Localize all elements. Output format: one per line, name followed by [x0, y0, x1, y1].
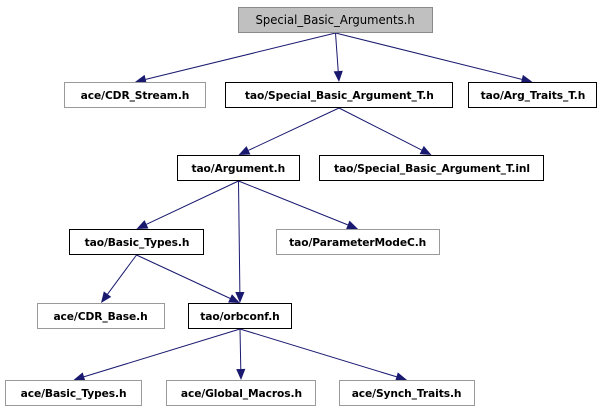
graph-node-label: tao/Special_Basic_Argument_T.inl [333, 161, 530, 175]
graph-edge [101, 254, 137, 303]
graph-edge-arrowhead-icon [520, 74, 533, 84]
graph-edge [136, 254, 240, 303]
graph-edge [236, 328, 246, 380]
graph-edge-line [238, 180, 348, 226]
graph-edge-line [107, 254, 137, 295]
graph-edge-line [335, 32, 522, 80]
graph-node-label: ace/Synch_Traits.h [352, 386, 462, 400]
graph-edge-arrowhead-icon [101, 291, 112, 303]
graph-node-label: ace/Global_Macros.h [180, 386, 302, 400]
graph-node[interactable]: ace/Synch_Traits.h [339, 380, 475, 406]
graph-edge-line [248, 107, 340, 151]
graph-edge-line [239, 328, 397, 378]
graph-node-label: ace/CDR_Base.h [53, 309, 149, 323]
graph-node-label: tao/ParameterModeC.h [289, 235, 427, 249]
graph-edge-line [136, 254, 231, 299]
graph-node-label: tao/Special_Basic_Argument_T.h [244, 88, 434, 102]
graph-edge-line [146, 180, 239, 225]
graph-edge-arrowhead-icon [236, 368, 246, 380]
graph-edge [335, 32, 533, 84]
graph-edge-arrowhead-icon [73, 372, 86, 382]
graph-node-label: tao/orbconf.h [200, 309, 280, 323]
graph-node-label: ace/CDR_Stream.h [80, 88, 190, 102]
graph-node[interactable]: ace/Basic_Types.h [5, 380, 142, 406]
graph-edge-arrowhead-icon [238, 146, 251, 155]
graph-edge-arrowhead-icon [395, 372, 407, 382]
graph-edge-line [145, 32, 336, 80]
graph-edge-arrowhead-icon [135, 74, 147, 84]
graph-edge-arrowhead-icon [136, 220, 149, 229]
graph-node[interactable]: tao/Argument.h [177, 155, 300, 181]
graph-edge-line [239, 328, 242, 370]
graph-edge-line [335, 32, 339, 72]
graph-edge [135, 32, 336, 84]
graph-edge-line [238, 180, 241, 293]
graph-edge [73, 328, 241, 382]
graph-edge [238, 107, 340, 155]
graph-node-label: ace/Basic_Types.h [20, 386, 127, 400]
graph-node-label: tao/Basic_Types.h [84, 235, 189, 249]
graph-edge [235, 180, 245, 303]
graph-edge [333, 32, 343, 82]
graph-node[interactable]: tao/Special_Basic_Argument_T.h [225, 82, 453, 108]
graph-node-label: Special_Basic_Arguments.h [255, 13, 416, 27]
graph-edge [136, 180, 239, 229]
graph-edge-line [338, 107, 422, 151]
graph-node[interactable]: tao/Basic_Types.h [69, 229, 204, 255]
graph-edge-arrowhead-icon [346, 220, 358, 230]
graph-edge-arrowhead-icon [419, 145, 432, 155]
graph-node[interactable]: tao/orbconf.h [188, 303, 292, 329]
graph-edge [338, 107, 432, 155]
graph-node[interactable]: tao/Special_Basic_Argument_T.inl [319, 155, 544, 181]
graph-edge [238, 180, 358, 230]
graph-edge-line [83, 328, 241, 378]
graph-node[interactable]: ace/CDR_Stream.h [64, 82, 206, 108]
graph-edge [239, 328, 407, 382]
graph-node[interactable]: ace/CDR_Base.h [37, 303, 165, 329]
graph-node-label: tao/Argument.h [191, 161, 286, 175]
graph-edge-arrowhead-icon [333, 70, 343, 82]
graph-node[interactable]: tao/ParameterModeC.h [276, 229, 440, 255]
graph-node-root[interactable]: Special_Basic_Arguments.h [238, 7, 433, 33]
graph-edge-arrowhead-icon [228, 294, 240, 303]
graph-edge-arrowhead-icon [235, 291, 245, 303]
graph-node[interactable]: tao/Arg_Traits_T.h [468, 82, 597, 108]
graph-node[interactable]: ace/Global_Macros.h [166, 380, 316, 406]
graph-node-label: tao/Arg_Traits_T.h [480, 88, 585, 102]
